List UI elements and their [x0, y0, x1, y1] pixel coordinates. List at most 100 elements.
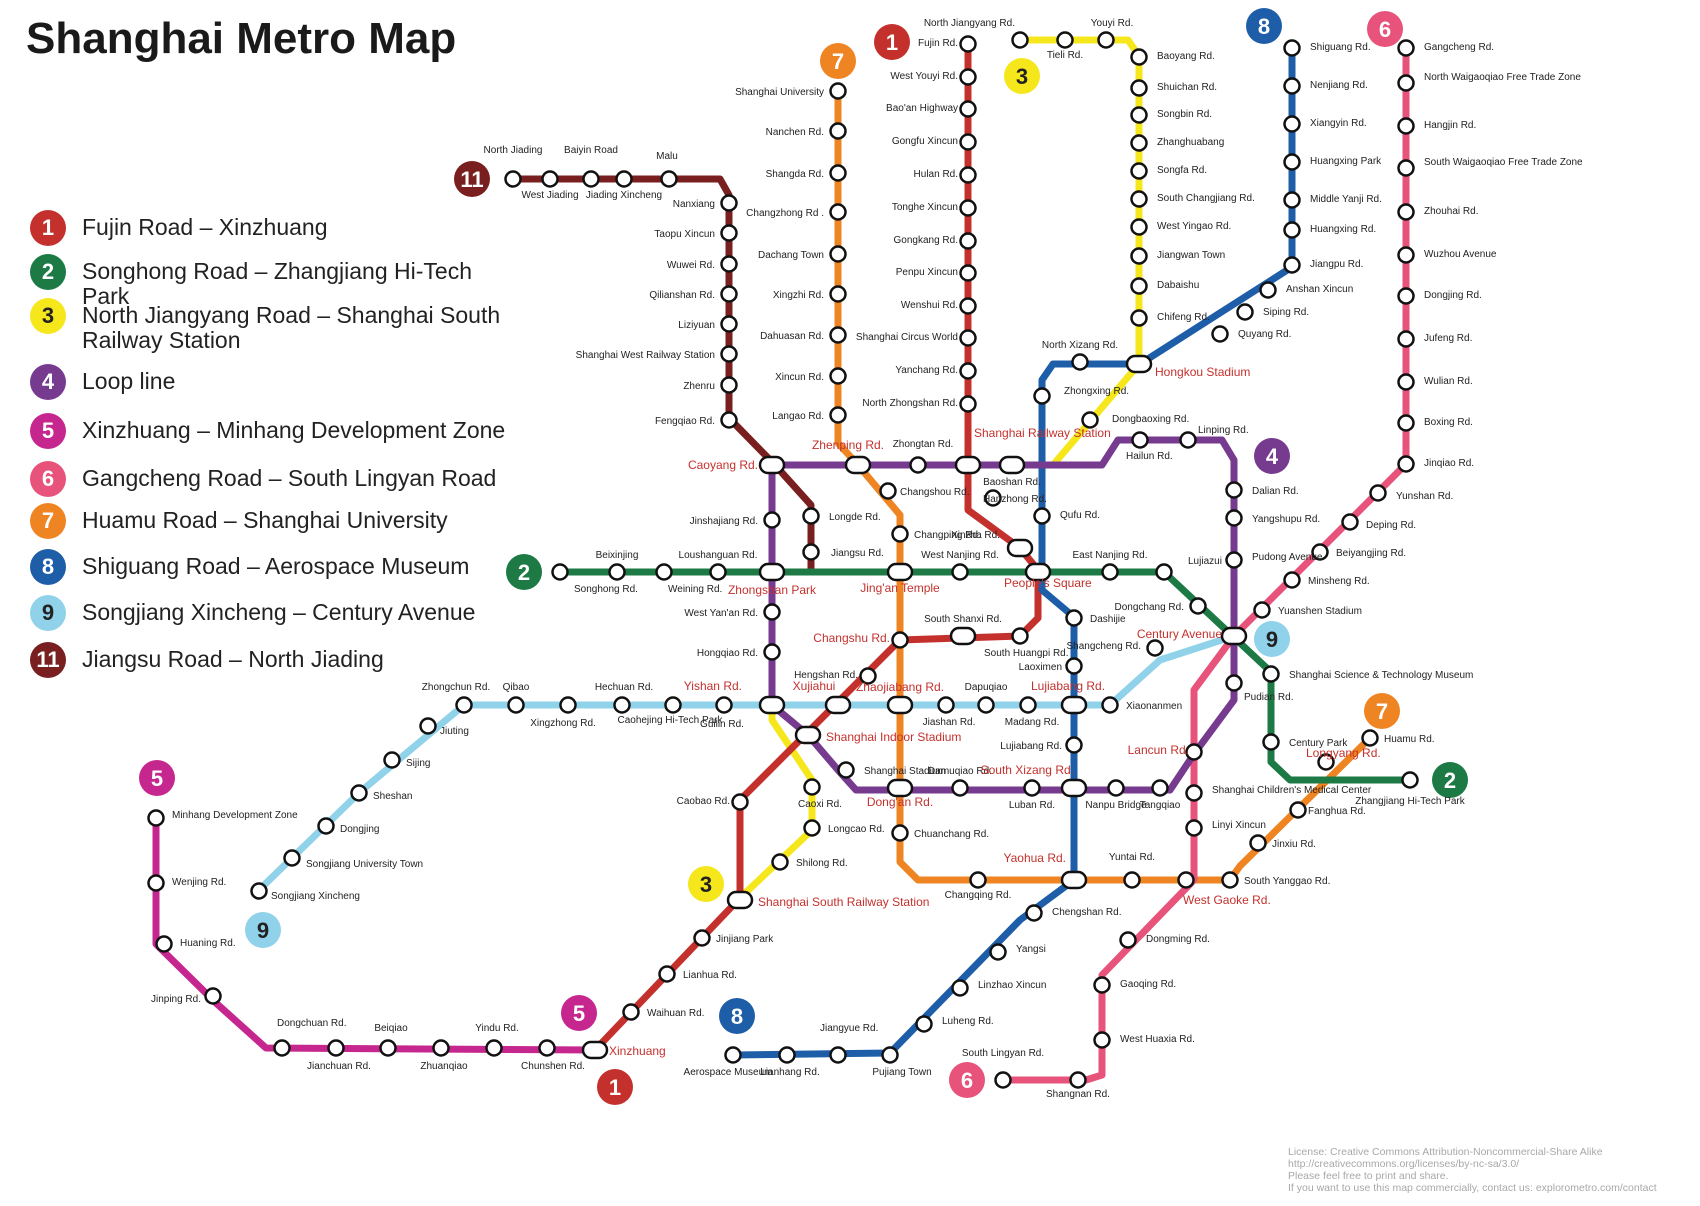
station-waigaoqiao-n[interactable]	[1397, 74, 1415, 92]
station-huangxing-park[interactable]	[1283, 153, 1301, 171]
station-linzhao[interactable]	[951, 979, 969, 997]
station-changping[interactable]	[891, 525, 909, 543]
station-wulian[interactable]	[1397, 373, 1415, 391]
station-anshan[interactable]	[1259, 281, 1277, 299]
station-pudong-ave[interactable]	[1225, 551, 1243, 569]
station-dachang[interactable]	[829, 245, 847, 263]
station-caoxi[interactable]	[803, 778, 821, 796]
station-minsheng[interactable]	[1283, 571, 1301, 589]
station-hulan[interactable]	[959, 166, 977, 184]
station-huamu[interactable]	[1361, 729, 1379, 747]
station-xingzhi[interactable]	[829, 285, 847, 303]
station-fanghua[interactable]	[1289, 801, 1307, 819]
station-xingzhong[interactable]	[559, 696, 577, 714]
station-waihuan[interactable]	[622, 1003, 640, 1021]
station-north-jiading[interactable]	[504, 170, 522, 188]
station-dahuasan[interactable]	[829, 326, 847, 344]
station-lianhua[interactable]	[658, 965, 676, 983]
station-huaning[interactable]	[155, 935, 173, 953]
station-zhuanqiao[interactable]	[432, 1039, 450, 1057]
station-tonghe[interactable]	[959, 199, 977, 217]
station-jiashan[interactable]	[937, 696, 955, 714]
station-qibao[interactable]	[507, 696, 525, 714]
station-zhangjiang[interactable]	[1401, 771, 1419, 789]
station-west-jiading[interactable]	[541, 170, 559, 188]
station-hongqiao[interactable]	[763, 643, 781, 661]
station-west-nanjing[interactable]	[951, 563, 969, 581]
station-wenshui[interactable]	[959, 297, 977, 315]
station-luban[interactable]	[1023, 779, 1041, 797]
station-century-park[interactable]	[1262, 733, 1280, 751]
interchange-caoyang[interactable]	[758, 455, 786, 475]
station-lianhang[interactable]	[778, 1046, 796, 1064]
interchange-south-xizang[interactable]	[1060, 778, 1088, 798]
station-qufu[interactable]	[1033, 507, 1051, 525]
station-siping[interactable]	[1236, 303, 1254, 321]
station-deping[interactable]	[1341, 513, 1359, 531]
station-yunshan[interactable]	[1369, 484, 1387, 502]
interchange-zhenping[interactable]	[844, 455, 872, 475]
station-dapuqiao[interactable]	[977, 696, 995, 714]
station-boxing[interactable]	[1397, 414, 1415, 432]
station-hailun[interactable]	[1131, 431, 1149, 449]
station-dongming[interactable]	[1119, 931, 1137, 949]
station-sijing[interactable]	[383, 751, 401, 769]
station-shanghai-univ[interactable]	[829, 82, 847, 100]
station-shilong[interactable]	[771, 853, 789, 871]
station-dongbaoxing[interactable]	[1081, 411, 1099, 429]
station-jinping[interactable]	[204, 987, 222, 1005]
station-songbin[interactable]	[1130, 106, 1148, 124]
station-jiuting[interactable]	[419, 717, 437, 735]
station-baoan[interactable]	[959, 100, 977, 118]
station-west-yingao[interactable]	[1130, 218, 1148, 236]
station-nanxiang[interactable]	[720, 194, 738, 212]
station-waigaoqiao-s[interactable]	[1397, 159, 1415, 177]
interchange-xinzhuang[interactable]	[581, 1040, 609, 1060]
station-xiaonanmen[interactable]	[1101, 696, 1119, 714]
station-north-zhongshan[interactable]	[959, 395, 977, 413]
station-yanchang[interactable]	[959, 362, 977, 380]
station-chengshan[interactable]	[1025, 904, 1043, 922]
interchange-zhaojiabang[interactable]	[886, 695, 914, 715]
station-langao[interactable]	[829, 406, 847, 424]
station-changshou[interactable]	[879, 482, 897, 500]
station-shangda[interactable]	[829, 164, 847, 182]
station-jianchuan[interactable]	[327, 1039, 345, 1057]
station-wenjing[interactable]	[147, 874, 165, 892]
station-luheng[interactable]	[915, 1015, 933, 1033]
station-longcao[interactable]	[803, 819, 821, 837]
station-jiading-xc[interactable]	[615, 170, 633, 188]
station-lujiabang[interactable]	[1065, 736, 1083, 754]
station-songfa[interactable]	[1130, 162, 1148, 180]
interchange-xujiahui[interactable]	[824, 695, 852, 715]
station-jinqiao[interactable]	[1397, 455, 1415, 473]
station-nenjiang[interactable]	[1283, 77, 1301, 95]
station-xiangyin[interactable]	[1283, 115, 1301, 133]
station-taopu[interactable]	[720, 224, 738, 242]
station-liziyuan[interactable]	[720, 315, 738, 333]
interchange-lujiabang[interactable]	[1060, 695, 1088, 715]
station-zhongxing[interactable]	[1033, 387, 1051, 405]
station-west-youyi[interactable]	[959, 68, 977, 86]
station-changshu[interactable]	[891, 631, 909, 649]
station-west-gaoke[interactable]	[1177, 871, 1195, 889]
station-nanchen[interactable]	[829, 122, 847, 140]
station-science-museum[interactable]	[1262, 665, 1280, 683]
interchange-yaohua[interactable]	[1060, 870, 1088, 890]
station-tieli[interactable]	[1056, 31, 1074, 49]
station-north-xizang[interactable]	[1071, 353, 1089, 371]
interchange-peoples-square[interactable]	[1024, 562, 1052, 582]
station-wuzhou[interactable]	[1397, 246, 1415, 264]
station-west-yanan[interactable]	[763, 603, 781, 621]
station-songjiang-univ[interactable]	[283, 849, 301, 867]
station-yindu[interactable]	[485, 1039, 503, 1057]
station-pudian[interactable]	[1225, 674, 1243, 692]
station-yangshupu[interactable]	[1225, 509, 1243, 527]
station-wuwei[interactable]	[720, 255, 738, 273]
station-dalian[interactable]	[1225, 481, 1243, 499]
station-chuanchang[interactable]	[891, 824, 909, 842]
station-beiyangjing[interactable]	[1311, 543, 1329, 561]
station-zhenru[interactable]	[720, 376, 738, 394]
station-south-huangpi[interactable]	[1011, 627, 1029, 645]
station-circus[interactable]	[959, 329, 977, 347]
